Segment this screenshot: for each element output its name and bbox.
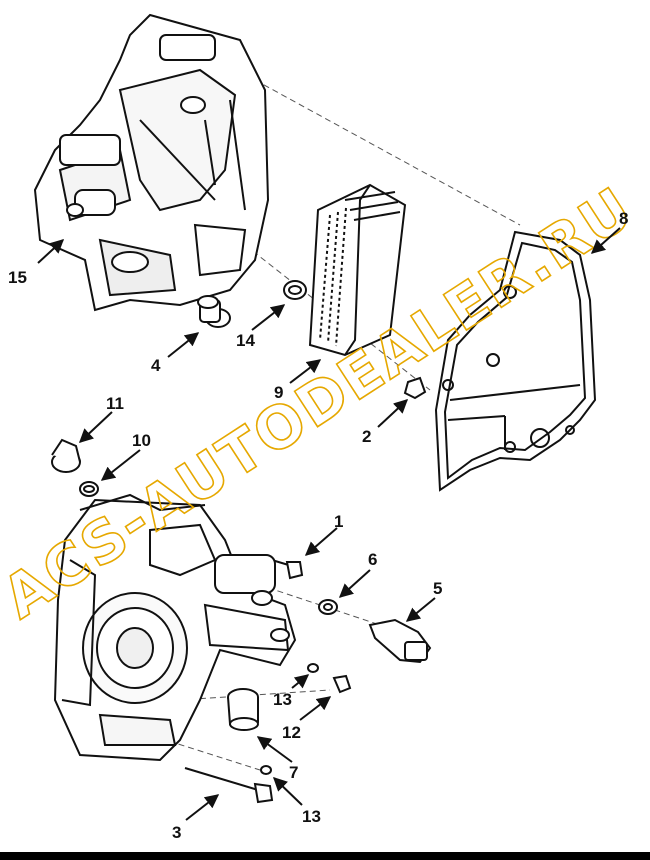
callout-14: 14 — [236, 331, 255, 350]
callout-6: 6 — [368, 550, 377, 569]
small-parts — [51, 280, 432, 804]
bottom-border — [0, 852, 650, 860]
callout-15: 15 — [8, 268, 27, 287]
arrow-7 — [256, 736, 293, 763]
part-3-bolt — [184, 767, 274, 804]
arrow-13a — [291, 674, 310, 689]
part-2-nut — [403, 376, 427, 400]
arrow-9 — [289, 359, 322, 384]
part-5-sensor — [368, 618, 432, 664]
lower-transmission-housing — [53, 493, 297, 762]
part-14-o-ring — [283, 280, 307, 300]
callout-13-upper: 13 — [273, 690, 292, 709]
callout-8: 8 — [619, 209, 628, 228]
gasket — [434, 230, 597, 492]
upper-valve-body — [33, 13, 270, 312]
part-4-plug — [197, 295, 231, 328]
callout-2: 2 — [362, 427, 371, 446]
callout-11: 11 — [106, 394, 124, 413]
arrow-14 — [251, 304, 286, 331]
callout-arrows — [37, 227, 621, 821]
callout-1: 1 — [334, 512, 343, 531]
callout-13-lower: 13 — [302, 807, 321, 826]
arrow-12 — [299, 696, 332, 721]
callout-9: 9 — [274, 383, 283, 402]
callout-3: 3 — [172, 823, 181, 842]
part-13-ring-lower — [260, 765, 272, 775]
arrow-3 — [185, 794, 220, 821]
callout-7: 7 — [289, 763, 298, 782]
arrow-13b — [272, 777, 303, 806]
arrow-15 — [37, 239, 65, 264]
callout-5: 5 — [433, 579, 442, 598]
part-7-filter — [227, 688, 259, 731]
part-12-plug — [332, 674, 352, 694]
arrow-6 — [338, 569, 371, 598]
part-6-o-ring — [318, 599, 338, 615]
arrow-1 — [304, 527, 338, 556]
callout-4: 4 — [151, 356, 161, 375]
arrow-8 — [590, 227, 621, 254]
part-10-ring — [79, 481, 99, 497]
part-11-cap — [51, 438, 81, 473]
callout-10: 10 — [132, 431, 151, 450]
arrow-10 — [100, 449, 141, 481]
arrow-4 — [167, 332, 200, 358]
arrow-11 — [78, 411, 113, 443]
filter-element — [308, 183, 407, 357]
arrow-2 — [377, 399, 409, 428]
arrow-5 — [405, 597, 436, 622]
callout-12: 12 — [282, 723, 301, 742]
part-13-ring-upper — [307, 663, 319, 673]
callout-labels: 15 4 14 9 8 2 11 10 1 6 5 13 12 7 3 13 — [8, 209, 628, 842]
